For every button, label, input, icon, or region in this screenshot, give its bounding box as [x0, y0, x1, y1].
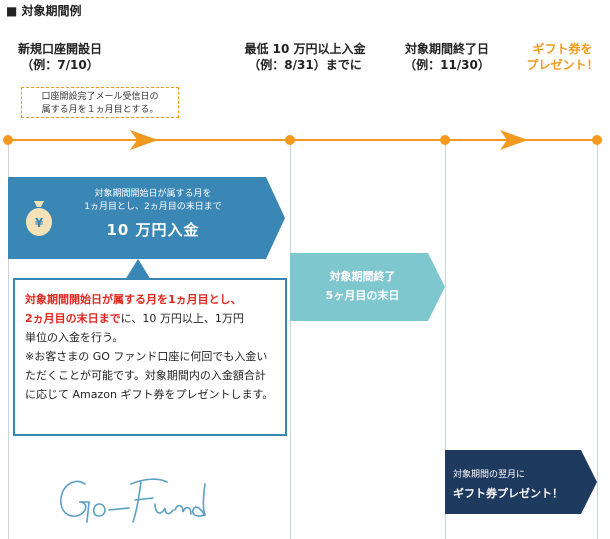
milestone-label: 新規口座開設日 — [17, 42, 102, 56]
svg-text:¥: ¥ — [35, 216, 44, 230]
milestone-dot — [285, 135, 295, 145]
deposit-detail-box: 対象期間開始日が属する月を1ヵ月目とし、 2ヵ月目の末日までに、10 万円以上、… — [13, 278, 287, 436]
step-period-end-banner: 対象期間終了 5ヶ月目の末日 — [290, 253, 445, 321]
highlight-text: 対象期間開始日が属する月を1ヵ月目とし、 — [25, 293, 242, 306]
milestone-dot — [3, 135, 13, 145]
note-line: 属する月を１ヵ月目とする。 — [41, 105, 159, 115]
milestone-date: （例：8/31）までに — [248, 58, 362, 72]
banner-line: 対象期間開始日が属する月を — [94, 189, 212, 199]
banner-shape — [445, 450, 597, 514]
milestone-period-end: 対象期間終了日 （例：11/30） — [392, 41, 502, 73]
milestone-dot — [592, 135, 602, 145]
milestone-label: 対象期間終了日 — [404, 42, 489, 56]
timeline — [8, 139, 598, 141]
banner-line: 対象期間の翌月に — [453, 470, 526, 480]
callout-pointer — [125, 259, 151, 280]
highlight-text: 2ヵ月目の末日まで — [25, 312, 121, 325]
banner-line: 対象期間終了 — [329, 270, 396, 283]
milestone-label: ギフト券を — [532, 42, 593, 56]
milestone-date: （例：11/30） — [404, 58, 490, 72]
milestone-dot — [440, 135, 450, 145]
milestone-deposit-deadline: 最低 10 万円以上入金 （例：8/31）までに — [225, 41, 385, 73]
banner-line: 1ヵ月目とし、2ヵ月目の末日まで — [84, 202, 222, 212]
detail-paragraph-2: ※お客さまの GO ファンド口座に何回でも入金いただくことが可能です。対象期間内… — [25, 350, 274, 401]
milestone-account-open: 新規口座開設日 （例：7/10） — [0, 41, 120, 73]
guide-line — [597, 141, 598, 539]
milestone-date: （例：7/10） — [21, 58, 99, 72]
go-fund-logo — [60, 478, 206, 523]
banner-description: 対象期間開始日が属する月を 1ヵ月目とし、2ヵ月目の末日まで — [68, 188, 238, 214]
banner-description: 対象期間終了 5ヶ月目の末日 — [300, 267, 425, 305]
milestone-date: プレゼント！ — [526, 58, 599, 72]
step-gift-banner: 対象期間の翌月に ギフト券プレゼント！ — [445, 450, 597, 514]
banner-line: 5ヶ月目の末日 — [325, 289, 400, 302]
timeline-arrows — [130, 130, 528, 150]
guide-line — [445, 141, 446, 539]
milestone-label: 最低 10 万円以上入金 — [244, 42, 366, 56]
money-bag-icon: ¥ — [26, 201, 52, 236]
timeline-arrow-icon — [130, 130, 158, 150]
note-line: 口座開設完了メール受信日の — [41, 92, 159, 102]
start-month-note: 口座開設完了メール受信日の 属する月を１ヵ月目とする。 — [21, 87, 179, 118]
milestone-gift: ギフト券を プレゼント！ — [515, 41, 610, 73]
timeline-arrow-icon — [500, 130, 528, 150]
guide-line — [290, 141, 291, 539]
detail-text: に、10 万円以上、1万円 — [120, 312, 244, 325]
banner-line: ギフト券プレゼント！ — [453, 487, 563, 500]
guide-line — [8, 141, 9, 539]
deposit-amount: 10 万円入金 — [106, 221, 200, 239]
detail-paragraph-1: 対象期間開始日が属する月を1ヵ月目とし、 2ヵ月目の末日までに、10 万円以上、… — [25, 290, 275, 347]
banner-shape — [8, 177, 285, 259]
banner-shape — [290, 253, 445, 321]
diagram-title: ■ 対象期間例 — [6, 4, 82, 18]
step-deposit-banner: ¥ 対象期間開始日が属する月を 1ヵ月目とし、2ヵ月目の末日まで 10 万円入金 — [8, 177, 285, 259]
detail-text: 単位の入金を行う。 — [25, 331, 124, 344]
